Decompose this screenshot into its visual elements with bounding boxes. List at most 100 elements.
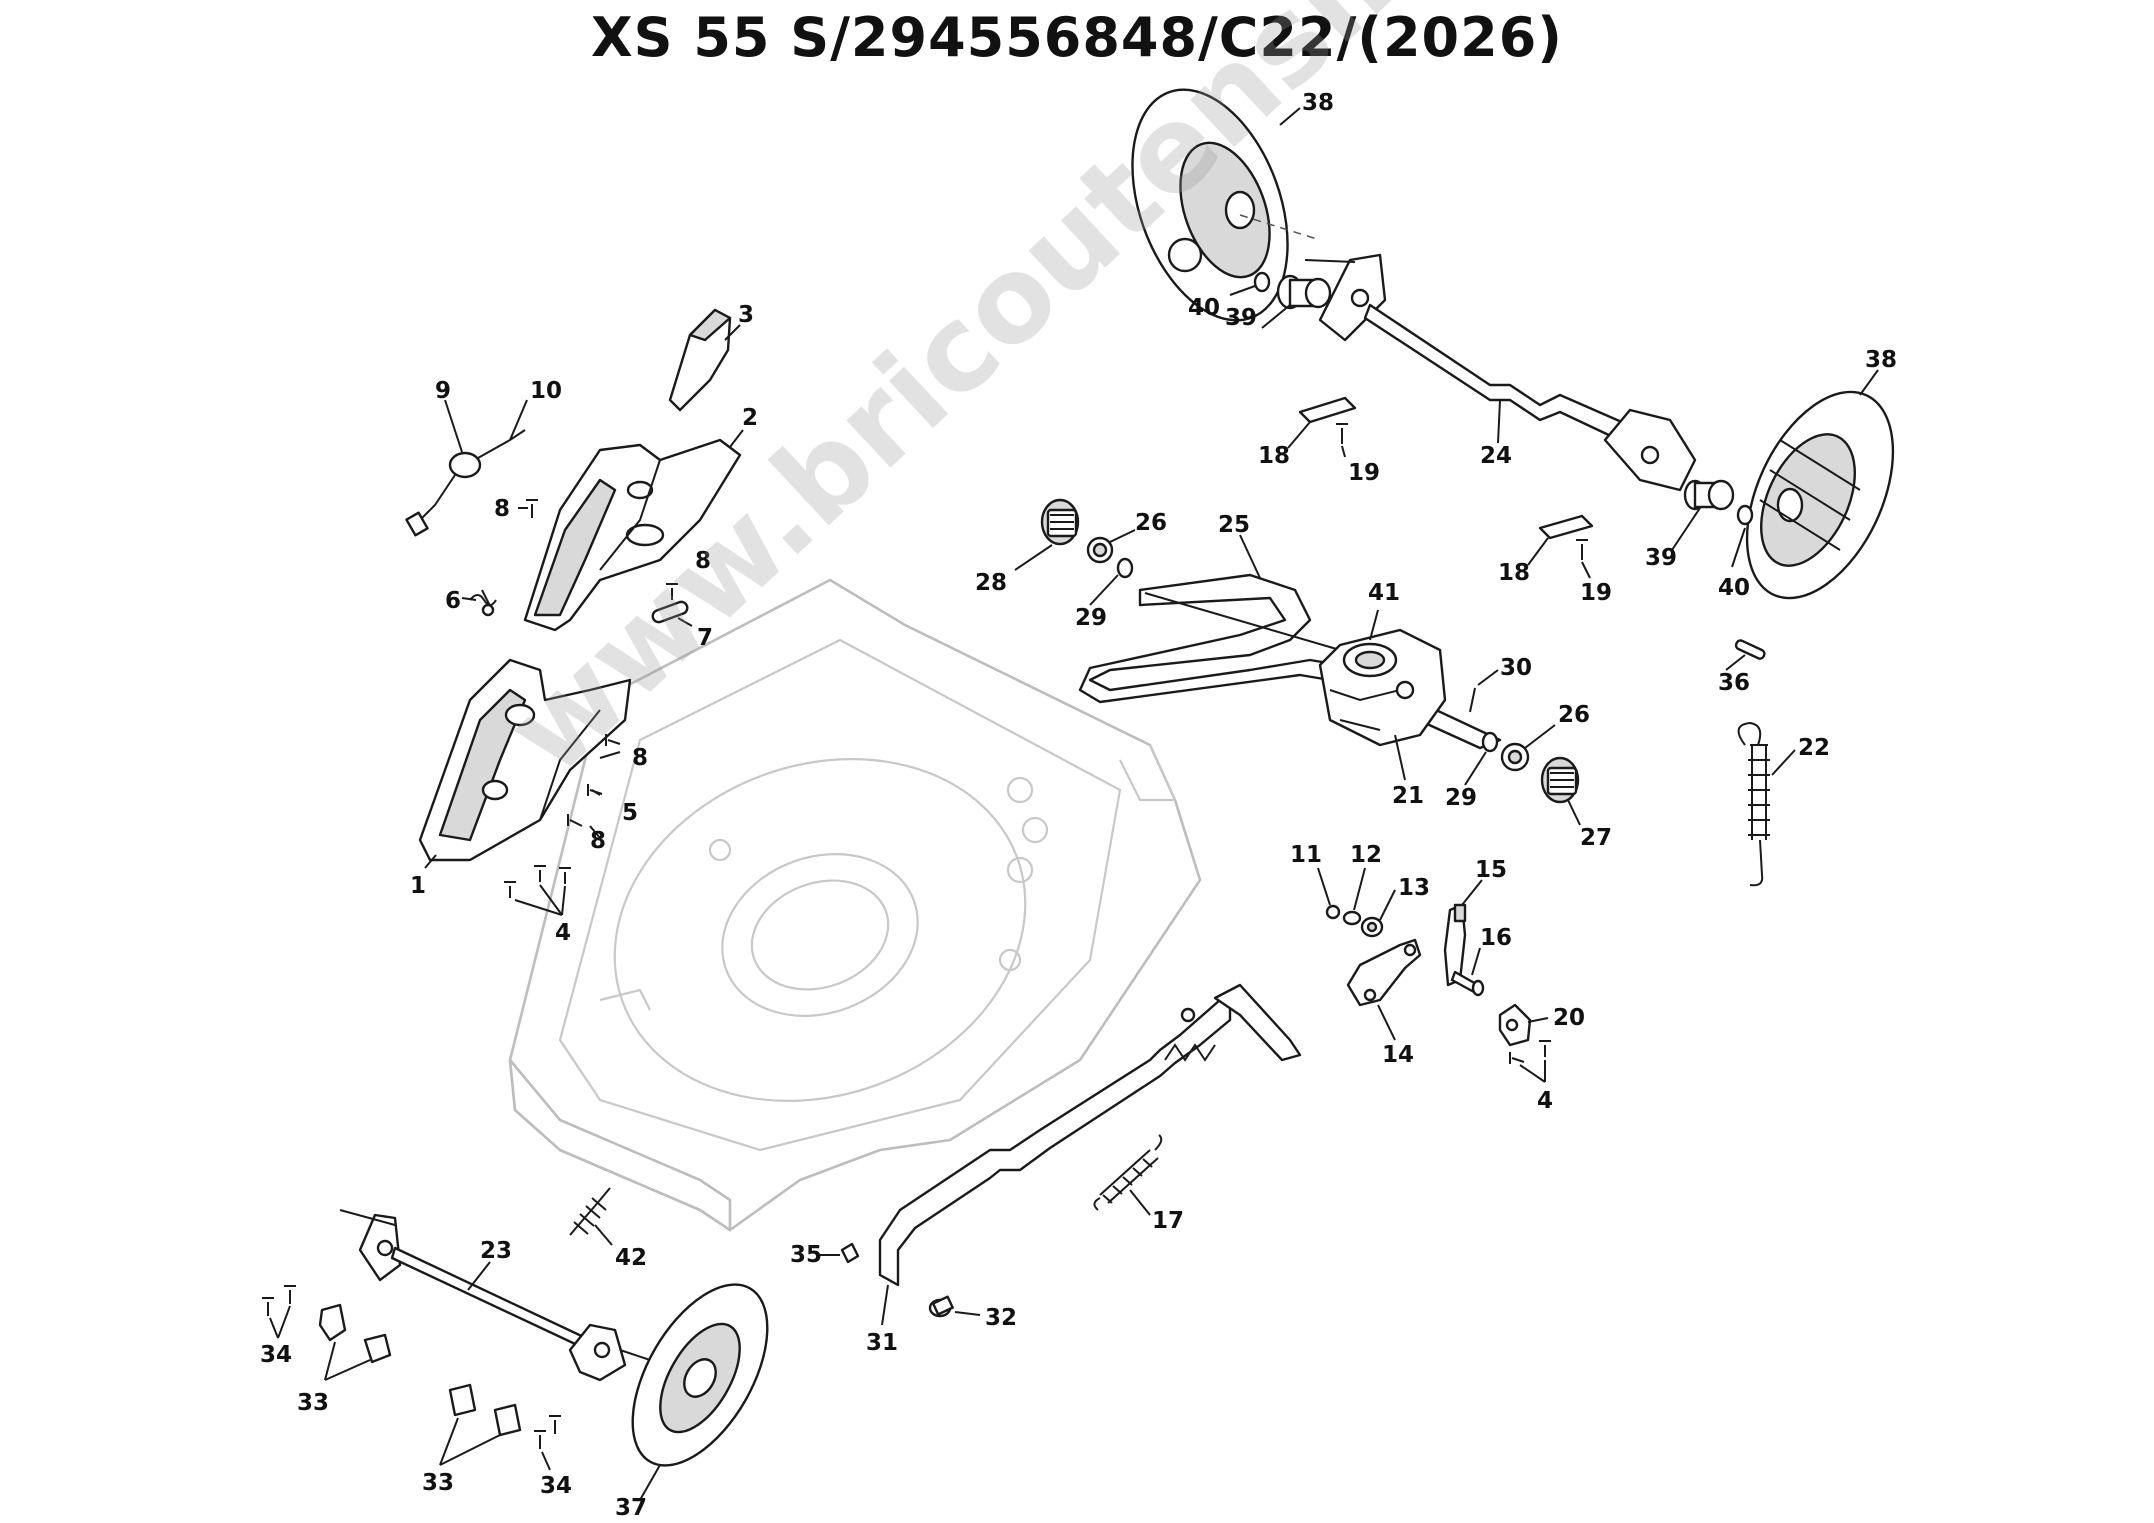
callout-7: 7 bbox=[697, 625, 713, 651]
callout-29: 29 bbox=[1075, 605, 1107, 631]
part-32-screw bbox=[928, 1295, 954, 1318]
callout-6: 6 bbox=[445, 588, 461, 614]
part-4-screws-right bbox=[1509, 1040, 1551, 1064]
part-33-clips-left bbox=[318, 1303, 522, 1437]
part-30-pin bbox=[1469, 687, 1476, 713]
diagram-title: XS 55 S/294556848/C22/(2026) bbox=[591, 6, 1563, 69]
part-17-spring bbox=[1093, 1134, 1163, 1211]
callout-23: 23 bbox=[480, 1238, 512, 1264]
mower-deck bbox=[508, 578, 1202, 1232]
part-39-bushing-right bbox=[1683, 479, 1735, 511]
callout-27: 27 bbox=[1580, 825, 1612, 851]
callout-9: 9 bbox=[435, 378, 451, 404]
callout-8: 8 bbox=[590, 828, 606, 854]
part-16-pin bbox=[1450, 970, 1485, 997]
part-34-screws bbox=[262, 1285, 561, 1449]
callout-20: 20 bbox=[1553, 1005, 1585, 1031]
part-6-spring bbox=[469, 589, 497, 617]
part-23-front-axle bbox=[339, 1209, 651, 1382]
callout-2: 2 bbox=[742, 405, 758, 431]
callout-10: 10 bbox=[530, 378, 562, 404]
part-24-rear-axle bbox=[1304, 253, 1697, 492]
callout-19: 19 bbox=[1348, 460, 1380, 486]
callout-4: 4 bbox=[1537, 1088, 1553, 1114]
part-41-gearbox bbox=[1318, 628, 1447, 747]
part-39-bushing-left bbox=[1276, 274, 1332, 310]
callout-40: 40 bbox=[1188, 295, 1220, 321]
callout-22: 22 bbox=[1798, 735, 1830, 761]
callout-16: 16 bbox=[1480, 925, 1512, 951]
part-42-spring bbox=[569, 1187, 611, 1236]
part-29-circlip-left bbox=[1116, 557, 1134, 579]
callout-32: 32 bbox=[985, 1305, 1017, 1331]
callout-15: 15 bbox=[1475, 857, 1507, 883]
callout-33: 33 bbox=[297, 1390, 329, 1416]
callout-37: 37 bbox=[615, 1495, 647, 1521]
screws-group-left bbox=[504, 499, 678, 898]
callout-35: 35 bbox=[790, 1242, 822, 1268]
callout-26: 26 bbox=[1558, 702, 1590, 728]
part-31-height-lever bbox=[878, 983, 1302, 1287]
part-38-wheel-rear-right bbox=[1745, 390, 1895, 600]
part-40-washer-right bbox=[1736, 504, 1754, 526]
part-7-link bbox=[651, 600, 689, 624]
callout-8: 8 bbox=[695, 548, 711, 574]
callout-5: 5 bbox=[622, 800, 638, 826]
part-26-bearing-right bbox=[1500, 742, 1530, 772]
part-13-bushing bbox=[1360, 916, 1384, 938]
part-28-pinion-gear bbox=[1040, 498, 1080, 546]
callout-3: 3 bbox=[738, 302, 754, 328]
callout-29: 29 bbox=[1445, 785, 1477, 811]
part-35-clip bbox=[840, 1242, 860, 1264]
callout-12: 12 bbox=[1350, 842, 1382, 868]
part-12-washer bbox=[1342, 910, 1362, 926]
part-11-nut bbox=[1325, 904, 1341, 920]
callout-40: 40 bbox=[1718, 575, 1750, 601]
callout-42: 42 bbox=[615, 1245, 647, 1271]
part-22-spring bbox=[1737, 721, 1770, 887]
callout-25: 25 bbox=[1218, 512, 1250, 538]
part-40-washer-left bbox=[1253, 271, 1271, 293]
callout-19: 19 bbox=[1580, 580, 1612, 606]
callout-18: 18 bbox=[1258, 443, 1290, 469]
callout-24: 24 bbox=[1480, 443, 1512, 469]
callout-39: 39 bbox=[1225, 305, 1257, 331]
part-14-lever-plate bbox=[1346, 938, 1422, 1007]
part-19-screw-lower bbox=[1576, 539, 1588, 560]
callout-13: 13 bbox=[1398, 875, 1430, 901]
part-26-bearing-left bbox=[1086, 536, 1114, 564]
callout-8: 8 bbox=[494, 496, 510, 522]
part-38-wheel-rear-left bbox=[1131, 88, 1289, 322]
callout-34: 34 bbox=[540, 1473, 572, 1499]
callout-8: 8 bbox=[632, 745, 648, 771]
callout-31: 31 bbox=[866, 1330, 898, 1356]
callout-28: 28 bbox=[975, 570, 1007, 596]
part-18-bracket-lower bbox=[1538, 514, 1594, 540]
part-36-pin bbox=[1734, 639, 1766, 660]
callout-41: 41 bbox=[1368, 580, 1400, 606]
callout-34: 34 bbox=[260, 1342, 292, 1368]
callout-36: 36 bbox=[1718, 670, 1750, 696]
callout-21: 21 bbox=[1392, 783, 1424, 809]
part-29-circlip-right bbox=[1481, 731, 1499, 753]
part-20-bracket bbox=[1498, 1003, 1532, 1047]
part-1-rear-support-left bbox=[418, 658, 632, 862]
callout-38: 38 bbox=[1865, 347, 1897, 373]
callout-4: 4 bbox=[555, 920, 571, 946]
callout-39: 39 bbox=[1645, 545, 1677, 571]
callout-18: 18 bbox=[1498, 560, 1530, 586]
part-19-screw-upper bbox=[1336, 423, 1348, 444]
callout-labels: 1 2 3 4 4 5 6 7 8 8 8 8 9 10 11 12 13 14… bbox=[260, 90, 1897, 1521]
callout-17: 17 bbox=[1152, 1208, 1184, 1234]
callout-33: 33 bbox=[422, 1470, 454, 1496]
callout-1: 1 bbox=[410, 873, 426, 899]
part-2-height-adjuster-housing bbox=[523, 438, 742, 632]
part-3-lever-cap bbox=[668, 308, 732, 412]
callout-30: 30 bbox=[1500, 655, 1532, 681]
callout-14: 14 bbox=[1382, 1042, 1414, 1068]
part-18-bracket-upper bbox=[1298, 396, 1357, 424]
callout-26: 26 bbox=[1135, 510, 1167, 536]
callout-11: 11 bbox=[1290, 842, 1322, 868]
part-37-wheel-front bbox=[631, 1283, 769, 1467]
